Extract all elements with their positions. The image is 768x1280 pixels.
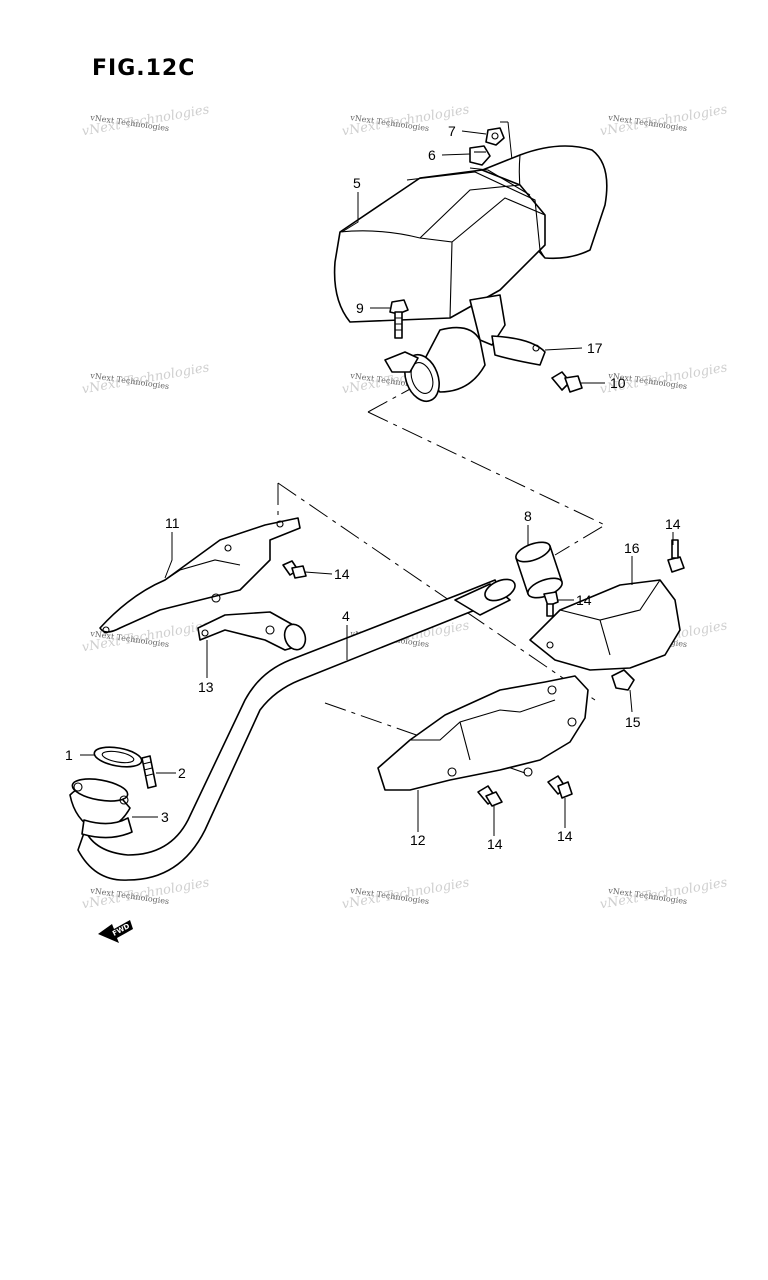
callout-14-e: 14 [557, 828, 573, 844]
callout-7: 7 [448, 123, 456, 139]
callout-13: 13 [198, 679, 214, 695]
callout-1: 1 [65, 747, 73, 763]
joint-pipe-part-8 [515, 541, 563, 599]
callout-17: 17 [587, 340, 603, 356]
bolt-part-14-d [477, 785, 503, 807]
callout-numbers: 7 6 5 9 17 10 8 11 14 14 16 14 4 13 15 1… [65, 123, 681, 852]
bolt-part-10 [551, 371, 583, 393]
bolt-part-14-a [282, 560, 307, 579]
protector-part-12 [377, 675, 589, 791]
stud-part-2 [141, 755, 157, 789]
callout-14-d: 14 [487, 836, 503, 852]
leader-lines [80, 130, 674, 836]
callout-10: 10 [610, 375, 626, 391]
callout-3: 3 [161, 809, 169, 825]
callout-11: 11 [165, 515, 180, 531]
callout-12: 12 [410, 832, 426, 848]
nut-part-6 [469, 145, 491, 166]
figure-title: FIG.12C [92, 56, 196, 81]
clamp-part-3 [81, 817, 133, 839]
bolt-part-15 [611, 669, 635, 691]
bolt-part-14-e [547, 775, 573, 799]
bolt-part-14-c [543, 591, 559, 617]
callout-16: 16 [624, 540, 640, 556]
nut-part-7 [485, 127, 505, 146]
bracket-part-13 [197, 611, 307, 651]
callout-5: 5 [353, 175, 361, 191]
callout-14-b: 14 [665, 516, 681, 532]
callout-6: 6 [428, 147, 436, 163]
protector-part-16 [529, 579, 681, 671]
protector-part-11 [99, 517, 301, 634]
callout-14-c: 14 [576, 592, 592, 608]
callout-4: 4 [342, 608, 350, 624]
fwd-arrow-icon: FWD [98, 920, 133, 943]
callout-9: 9 [356, 300, 364, 316]
callout-8: 8 [524, 508, 532, 524]
bolt-part-14-b [667, 539, 685, 573]
muffler-part-5 [333, 145, 608, 403]
bolt-part-9 [389, 299, 409, 339]
callout-15: 15 [625, 714, 641, 730]
gasket-part-1 [93, 746, 143, 768]
callout-14-a: 14 [334, 566, 350, 582]
callout-2: 2 [178, 765, 186, 781]
